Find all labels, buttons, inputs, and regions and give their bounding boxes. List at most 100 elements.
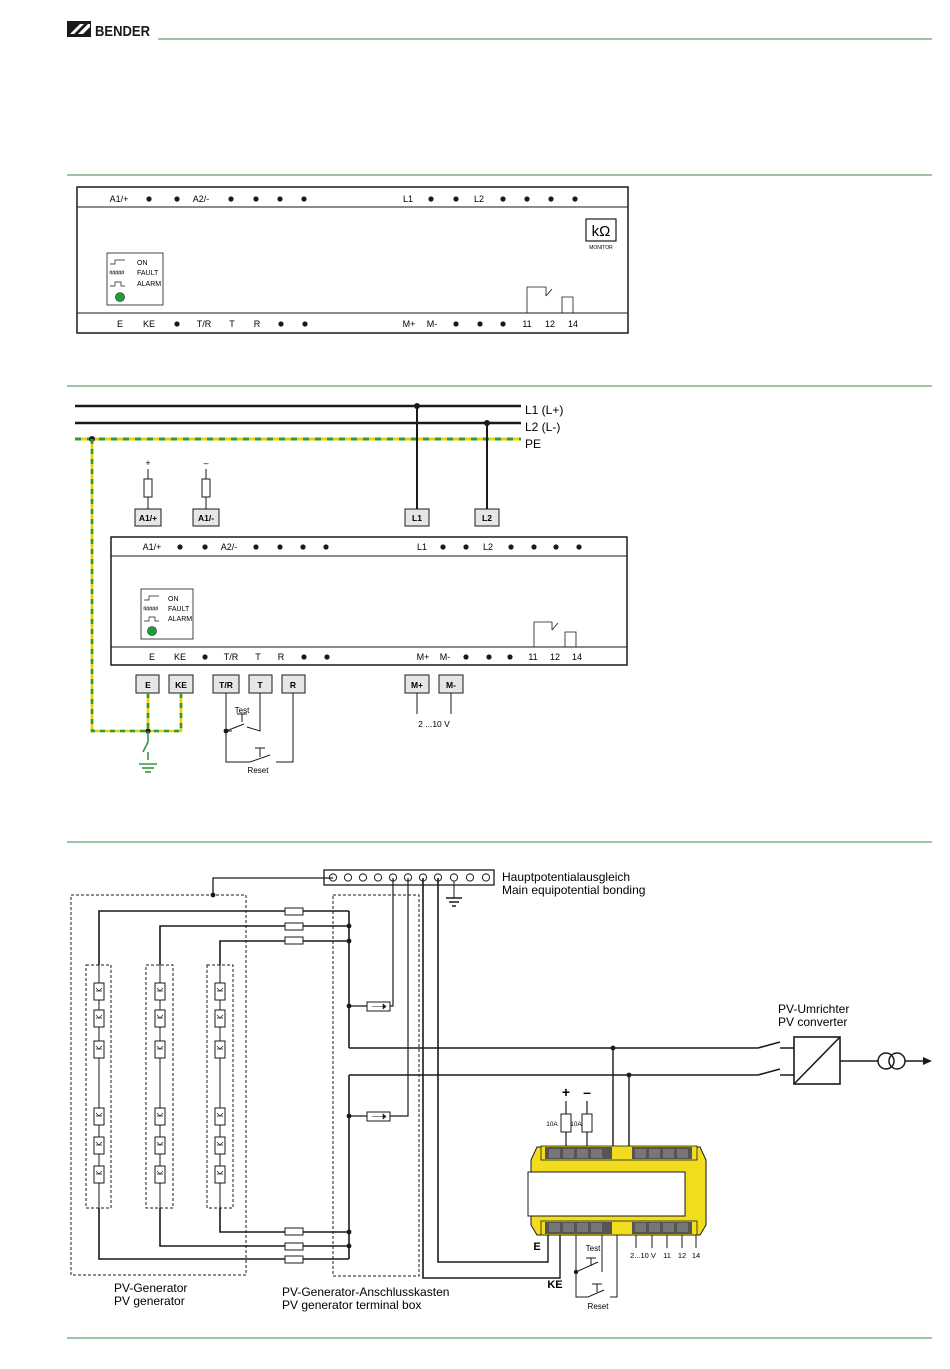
fuse-icon	[560, 1113, 572, 1133]
bender-logo-icon	[67, 21, 91, 37]
monitor-label: MONITOR	[589, 245, 613, 251]
string-fuse-icon	[284, 922, 304, 931]
bonding-bar	[323, 869, 495, 886]
bonding-label-en: Main equipotential bonding	[502, 883, 645, 897]
wiring-diagram: L1 (L+) L2 (L-) PE + – A1/+ A1/- L1 L2 A…	[75, 403, 628, 775]
monitor-symbol: kΩ	[592, 223, 611, 240]
terminal-box-label-de: PV-Generator-Anschlusskasten	[282, 1285, 449, 1299]
pv-module-icon	[154, 982, 166, 1001]
insulation-monitor-device	[527, 1145, 707, 1236]
pv-module-icon	[154, 1107, 166, 1126]
test-label: Test	[586, 1244, 601, 1253]
terminal-box-label: R	[290, 680, 296, 690]
led-label-alarm: ALARM	[137, 281, 161, 288]
kohm-monitor-icon: kΩ MONITOR	[585, 218, 617, 251]
status-led-icon	[147, 626, 157, 636]
terminal-label: T	[255, 652, 261, 662]
relay-contact-icon	[533, 621, 577, 647]
terminal-ke-label: KE	[547, 1279, 562, 1291]
pv-string	[145, 964, 174, 1209]
relay-contact-icon	[526, 286, 574, 313]
surge-protector-icon	[366, 1001, 391, 1012]
terminal-label: 11	[522, 319, 531, 329]
terminal-label: L2	[483, 542, 493, 552]
converter-label-de: PV-Umrichter	[778, 1002, 849, 1016]
terminal-label: E	[117, 319, 123, 329]
pv-module-icon	[93, 1165, 105, 1184]
device-terminal-label: 2...10 V	[630, 1251, 656, 1260]
status-led-icon	[115, 292, 125, 302]
terminal-label: KE	[143, 319, 155, 329]
pv-module-icon	[93, 1136, 105, 1155]
device-plus: +	[562, 1084, 570, 1100]
reset-label: Reset	[588, 1302, 610, 1311]
terminal-box-label: T	[257, 680, 263, 690]
terminal-box-label: E	[145, 680, 151, 690]
led-label-fault: FAULT	[137, 270, 159, 277]
fuse-icon	[201, 478, 211, 498]
transformer-icon	[877, 1052, 906, 1070]
terminal-label: M+	[403, 319, 416, 329]
pv-system-diagram: Hauptpotentialausgleich Main equipotenti…	[70, 869, 932, 1312]
line-label-pe: PE	[525, 437, 541, 451]
terminal-box-label: A1/+	[139, 513, 157, 523]
terminal-label: KE	[174, 652, 186, 662]
header: BENDER	[67, 21, 932, 40]
earth-ground-icon	[446, 881, 462, 907]
terminal-label: A2/-	[221, 542, 238, 552]
pv-converter-icon	[793, 1036, 841, 1085]
terminal-label: T	[229, 319, 235, 329]
terminal-label: A1/+	[110, 194, 129, 204]
led-label-alarm: ALARM	[168, 616, 192, 623]
analog-range-label: 2 ...10 V	[418, 719, 450, 729]
reset-switch-icon	[575, 1235, 618, 1298]
device-front-panel: A1/+ A2/- L1 L2 ON FAULT ALARM kΩ	[76, 186, 629, 334]
fuse-icon	[143, 478, 153, 498]
device-terminal-label: 14	[692, 1251, 700, 1260]
string-fuse-icon	[284, 1242, 304, 1251]
pv-generator-frame	[70, 894, 247, 1276]
terminal-box-label: T/R	[219, 680, 233, 690]
earth-ground-icon	[139, 731, 157, 773]
pv-module-icon	[93, 1009, 105, 1028]
pv-module-icon	[93, 1107, 105, 1126]
pv-module-icon	[214, 1040, 226, 1059]
terminal-label: M-	[427, 319, 438, 329]
fuse-rating-label: 10A	[570, 1121, 582, 1128]
terminal-label: 12	[550, 652, 560, 662]
pv-module-icon	[214, 1165, 226, 1184]
terminal-label: L1	[417, 542, 427, 552]
terminal-label: 12	[545, 319, 555, 329]
bonding-label-de: Hauptpotentialausgleich	[502, 870, 630, 884]
terminal-label: A1/+	[143, 542, 162, 552]
pv-string	[85, 964, 112, 1209]
terminal-box-frame	[332, 894, 420, 1277]
terminal-label: M-	[440, 652, 451, 662]
string-fuse-icon	[284, 936, 304, 945]
test-label: Test	[235, 706, 250, 715]
string-fuse-icon	[284, 907, 304, 916]
fuse-icon	[581, 1113, 593, 1133]
terminal-label: 11	[528, 652, 537, 662]
terminal-label: T/R	[197, 319, 212, 329]
string-fuse-icon	[284, 1227, 304, 1236]
reset-label: Reset	[248, 766, 270, 775]
terminal-label: L2	[474, 194, 484, 204]
pv-module-icon	[154, 1009, 166, 1028]
line-label-l1: L1 (L+)	[525, 403, 563, 417]
terminal-box-label: M-	[446, 680, 456, 690]
led-label-on: ON	[137, 260, 148, 267]
terminal-label: R	[278, 652, 285, 662]
terminal-label: R	[254, 319, 261, 329]
surge-protector-icon	[366, 1111, 391, 1122]
terminal-label: A2/-	[193, 194, 210, 204]
terminal-box-label: KE	[175, 680, 187, 690]
terminal-label: T/R	[224, 652, 239, 662]
terminal-e-label: E	[533, 1241, 540, 1253]
led-label-on: ON	[168, 596, 179, 603]
pv-module-icon	[214, 1107, 226, 1126]
pv-string	[206, 964, 234, 1209]
supply-minus: –	[203, 458, 208, 468]
pv-module-icon	[214, 982, 226, 1001]
generator-label-de: PV-Generator	[114, 1281, 187, 1295]
